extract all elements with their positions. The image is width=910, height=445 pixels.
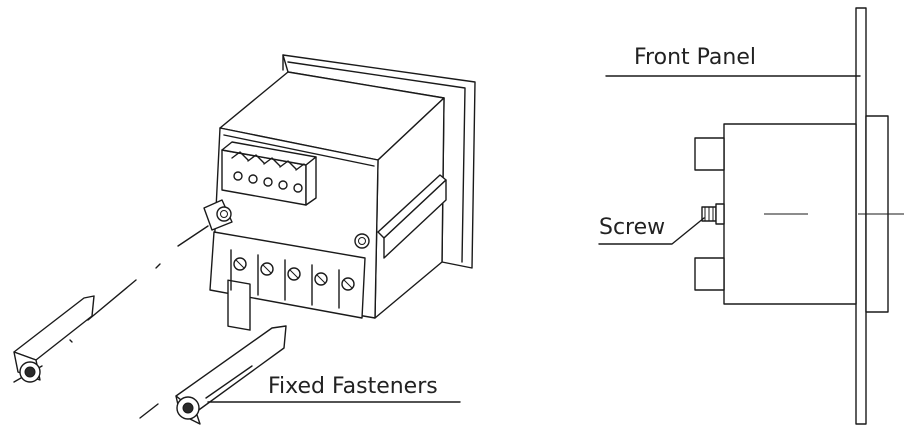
- housing-screws: [216, 206, 370, 249]
- fixed-fastener-left: [13, 295, 95, 383]
- front-panel-label: Front Panel: [634, 45, 756, 70]
- lower-terminal-screws: [227, 249, 355, 331]
- front-panel-callout: Front Panel: [605, 45, 861, 77]
- fixed-fastener-right: [175, 325, 287, 425]
- screw-callout: Screw: [598, 215, 705, 245]
- meter-isometric-view: Fixed Fasteners: [13, 54, 476, 425]
- meter-side-view: Front Panel Screw: [598, 7, 904, 425]
- bottom-terminal-side: [694, 257, 725, 291]
- front-panel-plate: [855, 7, 867, 425]
- alignment-lines: [13, 225, 209, 419]
- lower-terminal-block: [209, 231, 366, 331]
- fixed-fasteners-label: Fixed Fasteners: [268, 374, 438, 399]
- screw-label: Screw: [599, 215, 665, 240]
- upper-terminal-block: [221, 141, 317, 206]
- fixed-fasteners-callout: Fixed Fasteners: [207, 374, 461, 403]
- top-terminal-side: [694, 137, 725, 171]
- upper-terminal-screws: [231, 151, 305, 193]
- screw: [701, 203, 725, 225]
